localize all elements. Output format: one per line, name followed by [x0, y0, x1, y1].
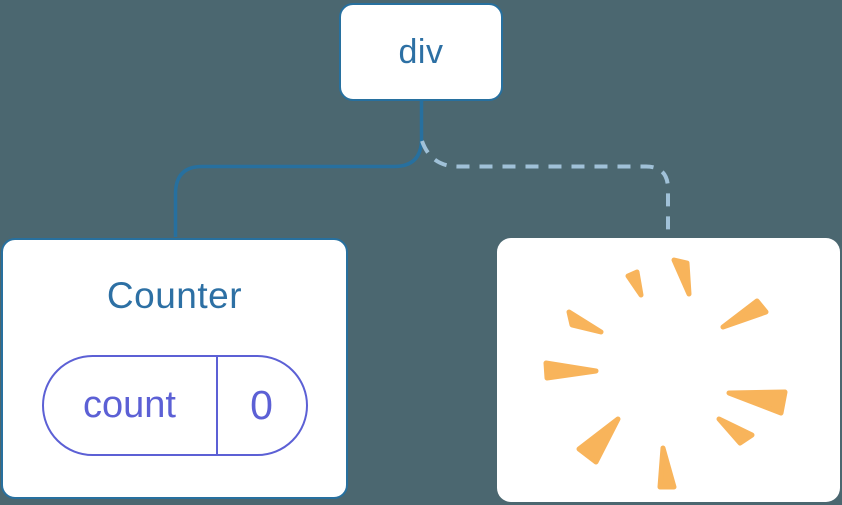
- state-key-label: count: [44, 357, 218, 454]
- state-pill: count 0: [41, 355, 308, 456]
- tree-node-removed: [497, 238, 840, 502]
- tree-node-counter: Counter count 0: [1, 238, 348, 499]
- edge-solid-connector: [173, 100, 424, 237]
- node-div-label: div: [398, 32, 444, 71]
- edge-dashed-connector: [420, 140, 670, 237]
- state-value-label: 0: [250, 382, 273, 428]
- counter-title: Counter: [106, 275, 243, 316]
- tree-node-div: div: [339, 3, 503, 101]
